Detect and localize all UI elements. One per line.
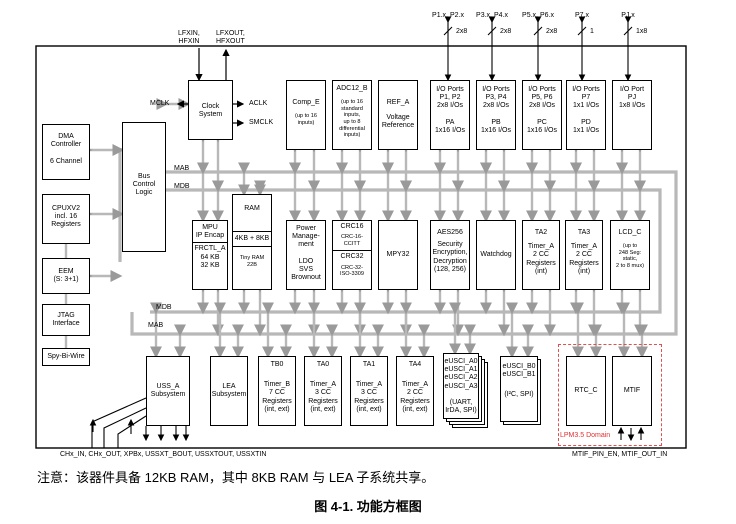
- port-label: P7.x: [574, 12, 589, 19]
- io-port-group: PB 1x16 I/Os: [481, 118, 511, 134]
- mtif-block: MTIF: [612, 356, 652, 426]
- power-management-block: Power Manage- ment LDO SVS Brownout: [286, 220, 326, 290]
- io-ports-p5-p6-block: I/O Ports P5, P6 2x8 I/Os PC 1x16 I/Os: [522, 80, 562, 150]
- euscia-block: eUSCI_A0 eUSCI_A1 eUSCI_A2 eUSCI_A3(UART…: [443, 353, 479, 419]
- lpm35-domain-box: [558, 344, 662, 446]
- io-ports-p1-p2-block: I/O Ports P1, P2 2x8 I/Os PA 1x16 I/Os: [430, 80, 470, 150]
- lfxin-label: LFXIN, HFXIN: [178, 30, 200, 46]
- lcd-c-block: LCD_C(up to 248 Seg: static, 2 to 8 mux): [610, 220, 650, 290]
- port-width-label: 1x8: [636, 28, 648, 35]
- mtif-pin-labels: MTIF_PIN_EN, MTIF_OUT_IN: [572, 451, 668, 458]
- io-ports-p3-p4-block: I/O Ports P3, P4 2x8 I/Os PB 1x16 I/Os: [476, 80, 516, 150]
- port-width-label: 2x8: [546, 28, 558, 35]
- io-ports-p7-block: I/O Ports P7 1x1 I/Os PD 1x1 I/Os: [566, 80, 606, 150]
- clock-system-block: Clock System: [188, 80, 233, 140]
- mab-label-upper: MAB: [174, 165, 190, 172]
- io-port-title: I/O Port PJ 1x8 I/Os: [618, 86, 646, 110]
- io-port-pj-block: I/O Port PJ 1x8 I/Os: [612, 80, 652, 150]
- port-label: P1.x, P2.x: [432, 12, 464, 19]
- bus-control-logic-block: Bus Control Logic: [122, 122, 166, 252]
- uss-a-subsystem-block: USS_A Subsystem: [146, 356, 190, 426]
- io-port-title: I/O Ports P3, P4 2x8 I/Os: [482, 86, 510, 110]
- eem-block: EEM (S: 3+1): [42, 258, 90, 294]
- port-label: P5.x, P6.x: [522, 12, 554, 19]
- mclk-label: MCLK: [150, 100, 170, 107]
- dma-controller-block: DMA Controller 6 Channel: [42, 124, 90, 180]
- cpu-block: CPUXV2 incl. 16 Registers: [42, 194, 90, 244]
- adc12-block: ADC12_B(up to 16 standard inputs, up to …: [332, 80, 372, 150]
- smclk-label: SMCLK: [249, 119, 274, 126]
- port-bus-slash: [443, 26, 453, 36]
- watchdog-block: Watchdog: [476, 220, 516, 290]
- spy-bi-wire-block: Spy-Bi-Wire: [42, 348, 90, 366]
- port-label: PJ.x: [621, 12, 635, 19]
- port-bus-slash: [533, 26, 543, 36]
- uss-pin-labels: CHx_IN, CHx_OUT, XPBx, USSXT_BOUT, USSXT…: [60, 451, 267, 458]
- mdb-label-upper: MDB: [174, 183, 190, 190]
- lpm35-domain-label: LPM3.5 Domain: [560, 432, 611, 439]
- port-bus-slash: [623, 26, 633, 36]
- mab-label-lower: MAB: [148, 322, 164, 329]
- euscib-block: eUSCI_B0 eUSCI_B1(I²C, SPI): [500, 356, 538, 422]
- mpy32-block: MPY32: [378, 220, 418, 290]
- mdb-label-lower: MDB: [156, 304, 172, 311]
- io-port-title: I/O Ports P1, P2 2x8 I/Os: [436, 86, 464, 110]
- io-port-group: PD 1x1 I/Os: [572, 118, 600, 134]
- port-bus-slash: [577, 26, 587, 36]
- port-width-label: 2x8: [456, 28, 468, 35]
- lea-subsystem-block: LEA Subsystem: [210, 356, 248, 426]
- port-label: P3.x, P4.x: [476, 12, 508, 19]
- port-width-label: 1: [590, 28, 594, 35]
- jtag-interface-block: JTAG Interface: [42, 304, 90, 336]
- lfxout-label: LFXOUT, HFXOUT: [216, 30, 245, 46]
- rtc-c-block: RTC_C: [566, 356, 606, 426]
- comp-e-block: Comp_E(up to 16 inputs): [286, 80, 326, 150]
- diagram-note: 注意：该器件具备 12KB RAM，其中 8KB RAM 与 LEA 子系统共享…: [37, 470, 435, 485]
- io-port-group: PC 1x16 I/Os: [527, 118, 557, 134]
- aclk-label: ACLK: [249, 100, 268, 107]
- io-port-title: I/O Ports P7 1x1 I/Os: [572, 86, 600, 110]
- port-bus-slash: [487, 26, 497, 36]
- figure-caption: 图 4-1. 功能方框图: [314, 499, 422, 514]
- io-port-title: I/O Ports P5, P6 2x8 I/Os: [528, 86, 556, 110]
- port-width-label: 2x8: [500, 28, 512, 35]
- io-port-group: PA 1x16 I/Os: [435, 118, 465, 134]
